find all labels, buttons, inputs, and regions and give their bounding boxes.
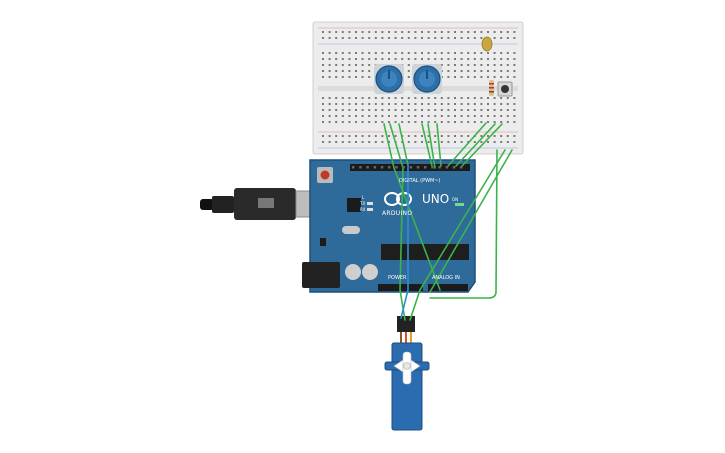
wire-green[interactable] xyxy=(429,149,498,299)
wire-green[interactable] xyxy=(447,122,487,167)
usb-cable-icon xyxy=(200,188,311,220)
potentiometer-1[interactable] xyxy=(374,64,404,94)
wire-green[interactable] xyxy=(409,149,506,321)
resistor[interactable] xyxy=(489,80,494,96)
wire-green[interactable] xyxy=(421,123,433,167)
wire-green[interactable] xyxy=(461,123,503,167)
led[interactable] xyxy=(481,36,493,52)
wire-green[interactable] xyxy=(427,123,436,169)
wire-green[interactable] xyxy=(398,123,409,166)
dc-jack-icon xyxy=(302,262,340,288)
pushbutton[interactable] xyxy=(497,81,513,97)
analog-header xyxy=(428,284,468,291)
wire-green[interactable] xyxy=(393,167,441,291)
on-led-icon xyxy=(455,203,464,206)
wire-green[interactable] xyxy=(429,149,513,293)
wire-green[interactable] xyxy=(383,123,395,169)
reset-button-icon[interactable] xyxy=(317,167,333,183)
servo-horn-icon xyxy=(393,351,421,385)
wires xyxy=(383,122,513,321)
wire-green[interactable] xyxy=(436,123,442,167)
potentiometer-2[interactable] xyxy=(412,64,442,94)
wire-green[interactable] xyxy=(389,123,404,169)
wire-green[interactable] xyxy=(455,123,496,167)
arduino-uno-board[interactable] xyxy=(302,159,476,293)
servo-motor[interactable] xyxy=(384,316,430,431)
wire-blue[interactable] xyxy=(400,164,409,319)
